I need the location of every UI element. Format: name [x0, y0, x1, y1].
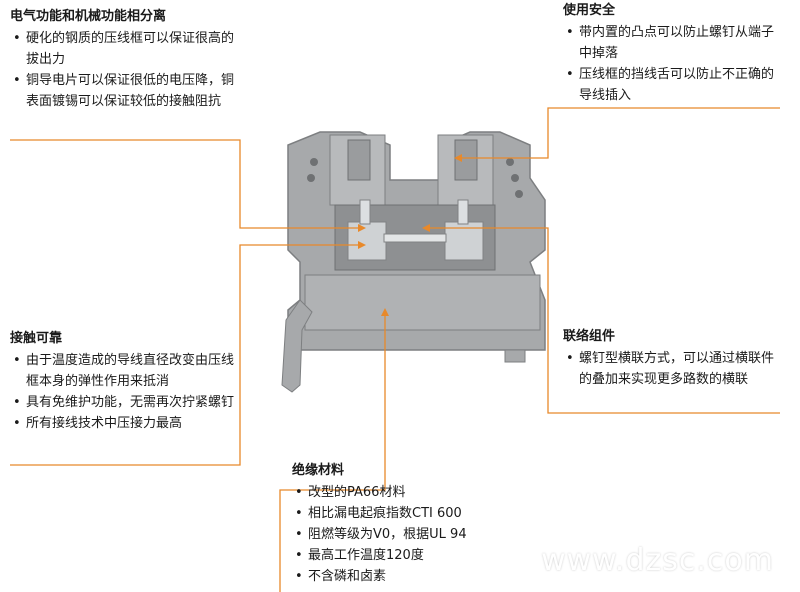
section-insulation: 绝缘材料 改型的PA66材料 相比漏电起痕指数CTI 600 阻燃等级为V0，根… — [292, 460, 532, 587]
section-electrical-list: 硬化的钢质的压线框可以保证很高的拔出力 铜导电片可以保证很低的电压降，铜表面镀锡… — [10, 28, 245, 112]
right-screw — [457, 199, 469, 225]
watermark: www.dzsc.com — [541, 543, 774, 578]
test-hole-3 — [515, 190, 523, 198]
list-item: 阻燃等级为V0，根据UL 94 — [292, 524, 532, 545]
lower-body — [304, 274, 541, 331]
left-screw-slot — [347, 139, 371, 181]
list-item: 由于温度造成的导线直径改变由压线框本身的弹性作用来抵消 — [10, 350, 242, 392]
section-linking-title: 联络组件 — [563, 329, 616, 344]
arrow-linking — [422, 224, 430, 232]
test-hole-2 — [511, 174, 519, 182]
list-item: 所有接线技术中压接力最高 — [10, 413, 242, 434]
list-item: 压线框的挡线舌可以防止不正确的导线插入 — [563, 64, 785, 106]
section-insulation-list: 改型的PA66材料 相比漏电起痕指数CTI 600 阻燃等级为V0，根据UL 9… — [292, 482, 532, 587]
din-rail-foot-right — [504, 349, 526, 363]
list-item: 硬化的钢质的压线框可以保证很高的拔出力 — [10, 28, 245, 70]
section-insulation-title: 绝缘材料 — [292, 463, 345, 478]
section-safety-list: 带内置的凸点可以防止螺钉从端子中掉落 压线框的挡线舌可以防止不正确的导线插入 — [563, 22, 785, 106]
leader-electrical — [10, 139, 358, 229]
arrow-safety — [454, 154, 462, 162]
list-item: 不含磷和卤素 — [292, 566, 532, 587]
arrow-contact — [358, 241, 366, 249]
leader-safety — [462, 107, 780, 159]
list-item: 最高工作温度120度 — [292, 545, 532, 566]
section-contact: 接触可靠 由于温度造成的导线直径改变由压线框本身的弹性作用来抵消 具有免维护功能… — [10, 328, 242, 434]
list-item: 相比漏电起痕指数CTI 600 — [292, 503, 532, 524]
left-screw — [359, 199, 371, 225]
arrow-electrical — [358, 224, 366, 232]
test-hole-5 — [307, 174, 315, 182]
list-item: 铜导电片可以保证很低的电压降，铜表面镀锡可以保证较低的接触阻抗 — [10, 70, 245, 112]
section-electrical-title: 电气功能和机械功能相分离 — [10, 9, 167, 24]
list-item: 螺钉型横联方式，可以通过横联件的叠加来实现更多路数的横联 — [563, 348, 785, 390]
section-safety: 使用安全 带内置的凸点可以防止螺钉从端子中掉落 压线框的挡线舌可以防止不正确的导… — [563, 0, 785, 106]
section-contact-title: 接触可靠 — [10, 331, 63, 346]
right-screw-slot — [454, 139, 478, 181]
list-item: 改型的PA66材料 — [292, 482, 532, 503]
section-contact-list: 由于温度造成的导线直径改变由压线框本身的弹性作用来抵消 具有免维护功能，无需再次… — [10, 350, 242, 434]
arrow-insulation — [381, 308, 389, 316]
section-linking: 联络组件 螺钉型横联方式，可以通过横联件的叠加来实现更多路数的横联 — [563, 326, 785, 390]
section-electrical: 电气功能和机械功能相分离 硬化的钢质的压线框可以保证很高的拔出力 铜导电片可以保… — [10, 6, 245, 112]
test-hole-1 — [506, 158, 514, 166]
section-linking-list: 螺钉型横联方式，可以通过横联件的叠加来实现更多路数的横联 — [563, 348, 785, 390]
list-item: 带内置的凸点可以防止螺钉从端子中掉落 — [563, 22, 785, 64]
section-safety-title: 使用安全 — [563, 3, 616, 18]
din-rail-foot — [281, 299, 313, 393]
leader-arrowheads — [358, 154, 462, 316]
leader-linking — [430, 227, 780, 414]
list-item: 具有免维护功能，无需再次拧紧螺钉 — [10, 392, 242, 413]
terminal-block-illustration — [281, 131, 546, 393]
test-hole-4 — [310, 158, 318, 166]
current-bar — [383, 233, 447, 243]
